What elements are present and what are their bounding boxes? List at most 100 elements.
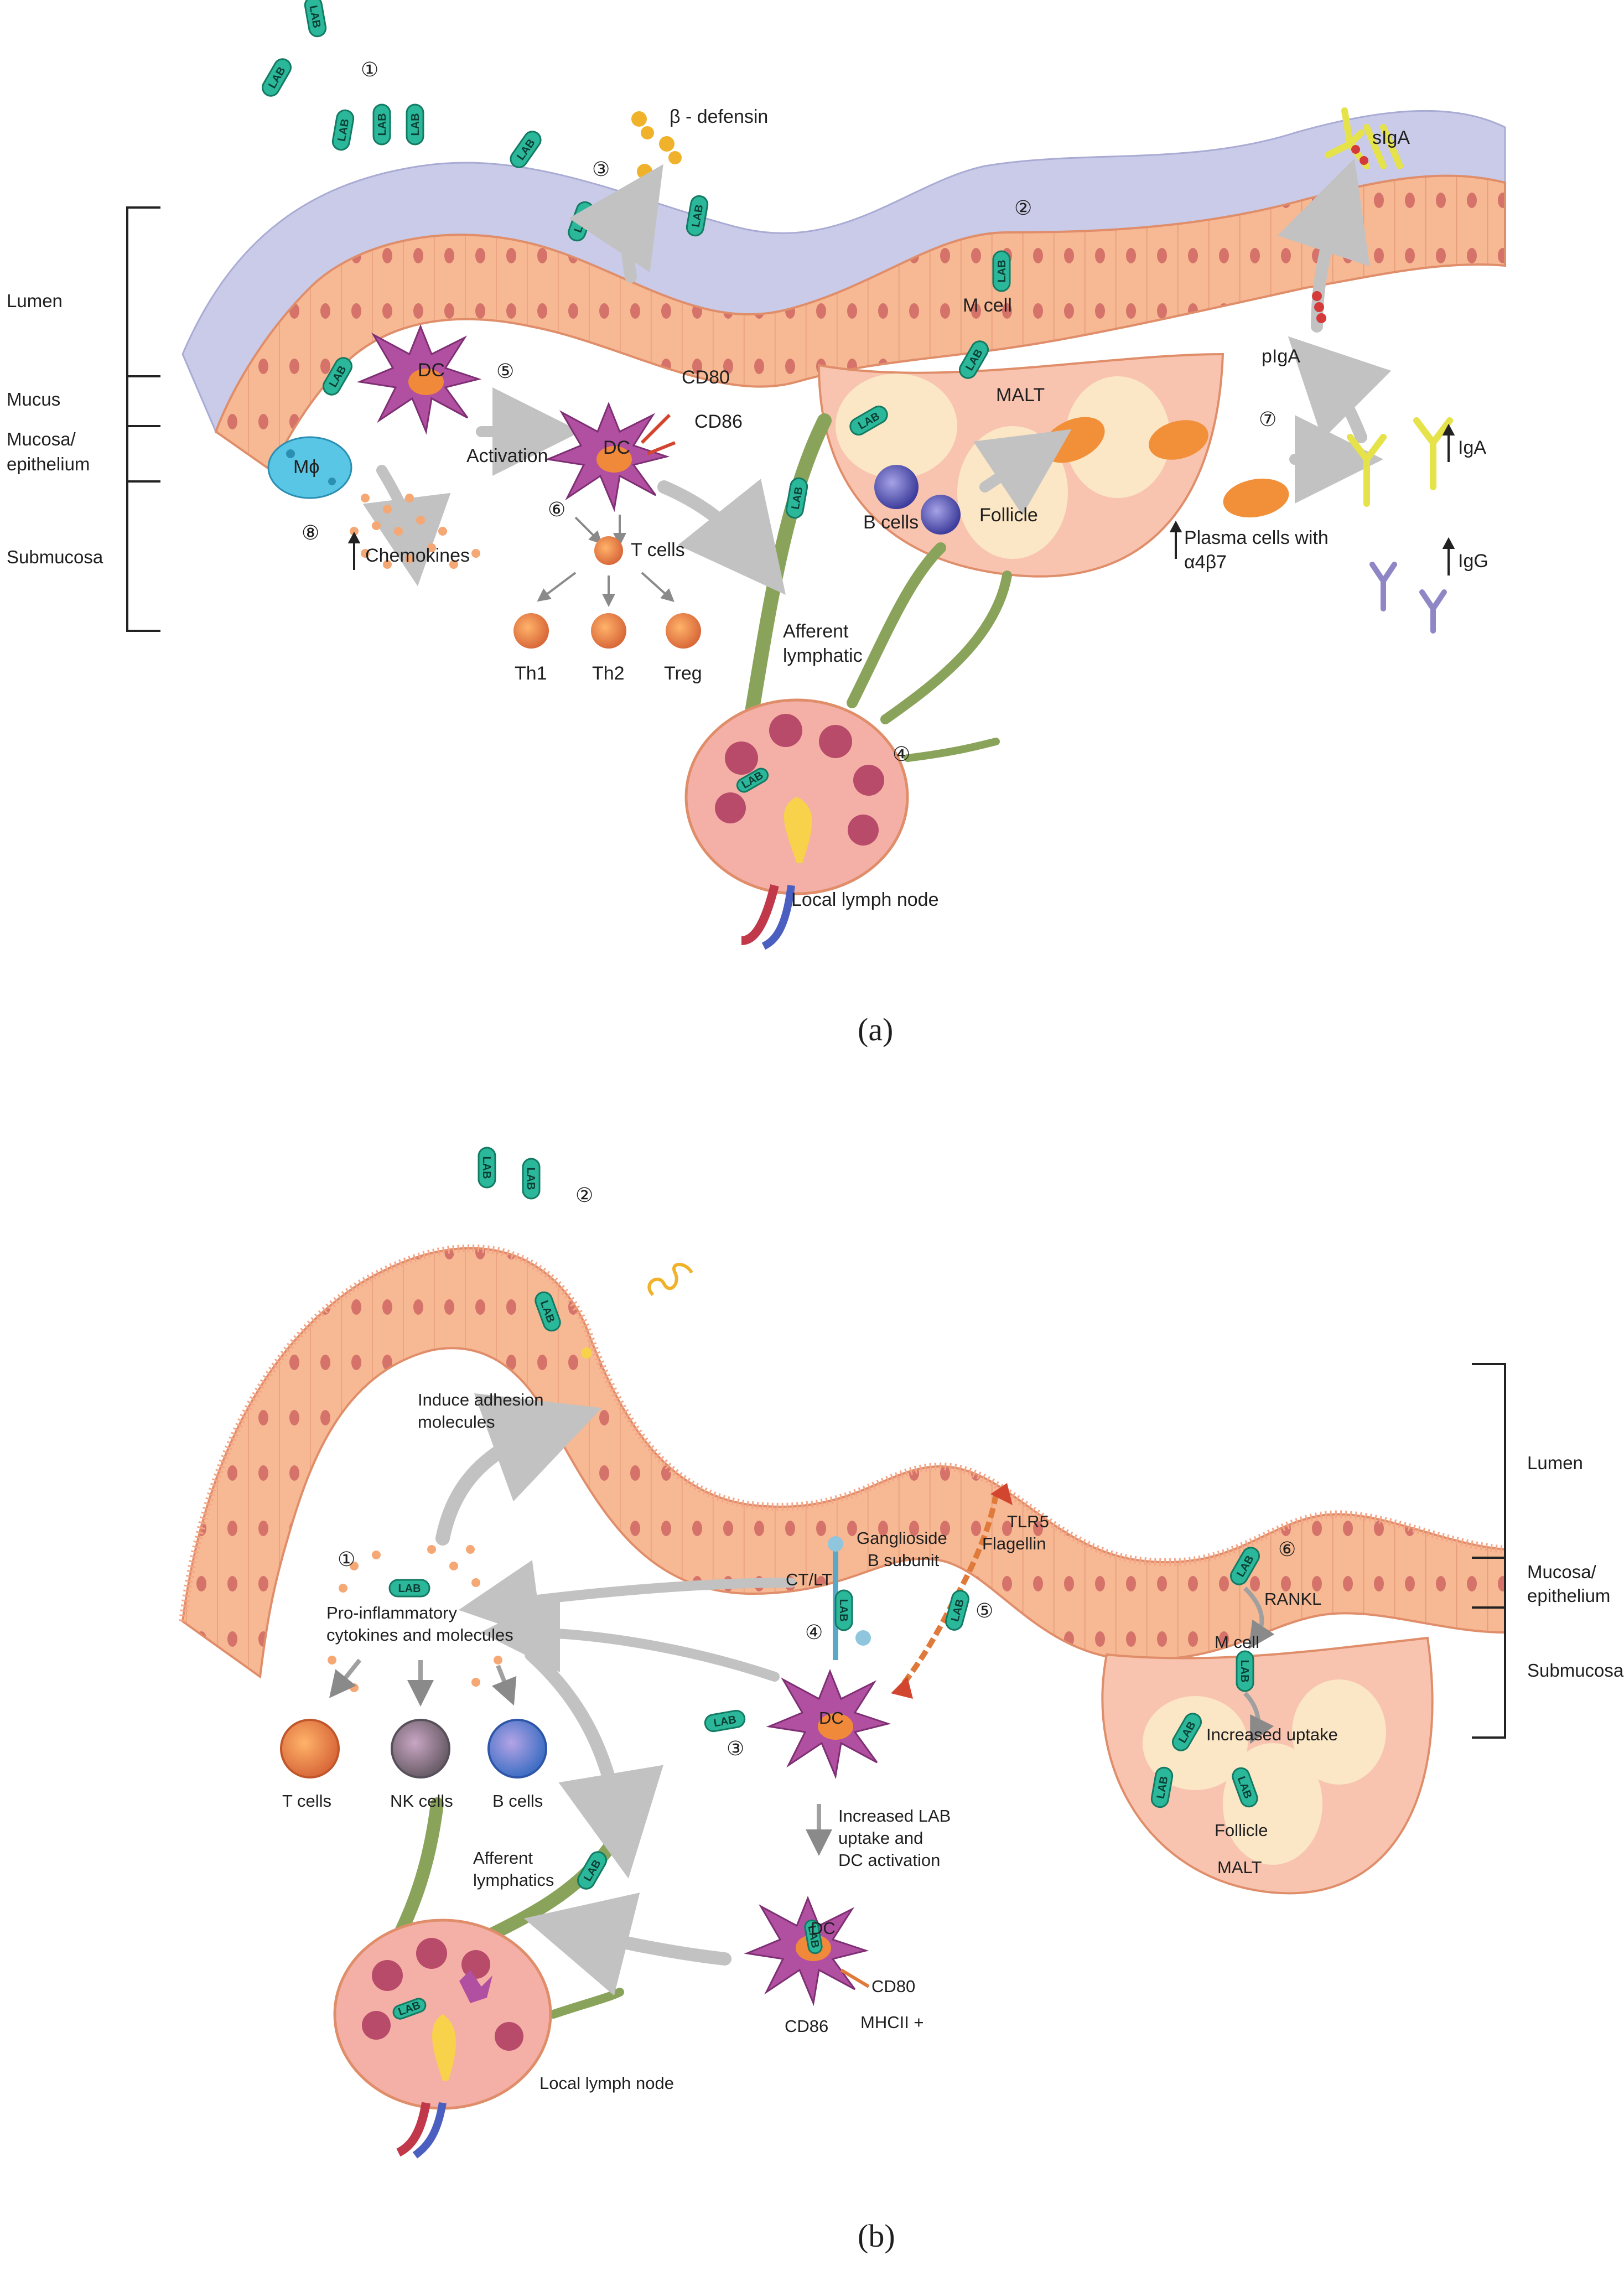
lymphatic-branch-a2 bbox=[880, 571, 1012, 724]
label-cd80-a: CD80 bbox=[682, 367, 730, 388]
lab-bacterium: LAB bbox=[686, 195, 709, 237]
lab-bacterium: LAB bbox=[323, 357, 352, 396]
iga-icon bbox=[1347, 417, 1453, 507]
lab-bacterium: LAB bbox=[331, 109, 355, 151]
svg-text:LAB: LAB bbox=[398, 1583, 421, 1595]
lab-bacterium: LAB bbox=[388, 1579, 430, 1598]
label-alpha4beta7: α4β7 bbox=[1184, 552, 1227, 573]
step-number-b6: ⑥ bbox=[1278, 1538, 1296, 1560]
chemokine-dots bbox=[350, 494, 480, 569]
lab-bacterium: LAB bbox=[834, 1589, 853, 1631]
lab-bacterium: LAB bbox=[992, 250, 1011, 292]
lab-bacterium: LAB bbox=[478, 1147, 496, 1189]
label-nk-cells: NK cells bbox=[390, 1791, 453, 1811]
igg-icon bbox=[1369, 562, 1447, 634]
label-mphi: Mϕ bbox=[293, 457, 319, 478]
panel-caption-a: (a) bbox=[858, 1012, 893, 1048]
label-t-cells-b: T cells bbox=[282, 1791, 331, 1811]
label-plasma-cells: Plasma cells with bbox=[1184, 527, 1329, 548]
lab-bacterium: LAB bbox=[510, 131, 542, 168]
label-cd80-b: CD80 bbox=[871, 1977, 915, 1996]
step-number-a1: ① bbox=[361, 58, 378, 81]
svg-text:LAB: LAB bbox=[525, 1167, 537, 1190]
label-lymph-node-b: Local lymph node bbox=[539, 2073, 674, 2093]
t-cell-a bbox=[594, 536, 623, 565]
plasma-cell-a3 bbox=[1223, 478, 1289, 518]
label-m-cell-a: M cell bbox=[963, 295, 1012, 316]
label-piga: pIgA bbox=[1262, 346, 1300, 367]
th2-cell bbox=[591, 613, 626, 649]
t-cell-b bbox=[280, 1719, 340, 1779]
side-label-mucosa-a: Mucosa/ bbox=[7, 429, 76, 449]
step-number-b1: ① bbox=[338, 1548, 355, 1570]
dc-cell-b1 bbox=[766, 1668, 891, 1780]
side-label-epithelium-a: epithelium bbox=[7, 454, 90, 474]
side-label-lumen-b: Lumen bbox=[1527, 1453, 1583, 1473]
panel-b: LAB LAB LAB LAB LAB LAB LAB LAB LAB LAB … bbox=[179, 1147, 1624, 2254]
label-igg: IgG bbox=[1458, 551, 1488, 572]
label-dc-activation: DC activation bbox=[838, 1850, 940, 1870]
lab-bacterium: LAB bbox=[1150, 1766, 1174, 1808]
label-dc-a1: DC bbox=[418, 360, 445, 381]
label-increased-uptake: Increased uptake bbox=[1206, 1725, 1338, 1744]
label-malt-b: MALT bbox=[1217, 1858, 1262, 1877]
afferent-lymphatic-b1 bbox=[392, 1797, 444, 1943]
label-b-subunit: B subunit bbox=[868, 1551, 940, 1570]
side-bracket-b bbox=[1472, 1363, 1506, 1739]
step-number-a2: ② bbox=[1014, 196, 1032, 219]
th1-cell bbox=[513, 613, 549, 649]
macrophage-a bbox=[267, 436, 352, 499]
label-adhesion: Induce adhesion bbox=[418, 1390, 544, 1409]
side-label-epithelium-b: epithelium bbox=[1527, 1585, 1610, 1606]
label-th1: Th1 bbox=[515, 663, 547, 684]
lab-bacterium: LAB bbox=[704, 1709, 746, 1733]
label-cd86-a: CD86 bbox=[694, 411, 743, 432]
label-cd86-b: CD86 bbox=[785, 2016, 828, 2036]
step-numbers-a: ① ② ③ ④ ⑤ ⑥ ⑦ ⑧ bbox=[302, 58, 1277, 765]
follicle-b3 bbox=[1292, 1679, 1386, 1785]
nk-cell-b bbox=[391, 1719, 450, 1779]
side-bracket-a bbox=[126, 206, 160, 632]
label-cytokines: cytokines and molecules bbox=[326, 1625, 513, 1645]
thin-arrows-b bbox=[329, 1586, 1275, 1856]
label-lymphatics-b: lymphatics bbox=[473, 1870, 554, 1890]
follicle-a3 bbox=[1065, 376, 1170, 498]
label-iga: IgA bbox=[1458, 437, 1486, 458]
lymphatic-branch-a3 bbox=[904, 738, 1000, 762]
label-siga: sIgA bbox=[1372, 127, 1410, 148]
lab-bacterium: LAB bbox=[372, 103, 391, 146]
lab-bacterium: LAB bbox=[262, 58, 292, 97]
svg-text:LAB: LAB bbox=[996, 260, 1008, 282]
side-label-mucus-a: Mucus bbox=[7, 389, 60, 409]
label-uptake-and: uptake and bbox=[838, 1828, 923, 1848]
flagellin-squiggle-icon bbox=[647, 1263, 693, 1297]
lab-bacterium: LAB bbox=[804, 1919, 823, 1954]
side-label-submucosa-a: Submucosa bbox=[7, 547, 103, 567]
b-cell-a2 bbox=[921, 495, 961, 535]
follicle-b1 bbox=[1143, 1696, 1248, 1790]
label-ganglioside: Ganglioside bbox=[857, 1528, 947, 1548]
label-follicle-b: Follicle bbox=[1215, 1821, 1268, 1840]
label-lymph-node-a: Local lymph node bbox=[791, 889, 939, 910]
label-ct-lt: CT/LT bbox=[786, 1570, 832, 1589]
label-tlr5: TLR5 bbox=[1007, 1512, 1049, 1531]
side-label-submucosa-b: Submucosa bbox=[1527, 1660, 1624, 1681]
step-number-b3: ③ bbox=[727, 1737, 744, 1760]
label-dc-a2: DC bbox=[603, 437, 630, 458]
arrows-a bbox=[362, 158, 1392, 595]
side-label-lumen-a: Lumen bbox=[7, 291, 63, 311]
step-numbers-b: ① ② ③ ④ ⑤ ⑥ bbox=[338, 1184, 1296, 1760]
epithelium-a bbox=[214, 174, 1506, 472]
label-treg: Treg bbox=[664, 663, 702, 684]
label-follicle-a: Follicle bbox=[979, 505, 1038, 526]
microvilli-b bbox=[179, 1244, 1506, 1622]
label-afferent-a: Afferent bbox=[783, 621, 849, 642]
step-number-b2: ② bbox=[575, 1184, 593, 1206]
svg-text:LAB: LAB bbox=[1238, 1660, 1251, 1682]
lymph-node-a bbox=[684, 698, 909, 950]
label-malt-a: MALT bbox=[996, 385, 1045, 406]
lymph-node-b bbox=[333, 1919, 552, 2159]
label-pro-inflammatory: Pro-inflammatory bbox=[326, 1603, 457, 1622]
dc-cell-a1 bbox=[356, 324, 482, 435]
